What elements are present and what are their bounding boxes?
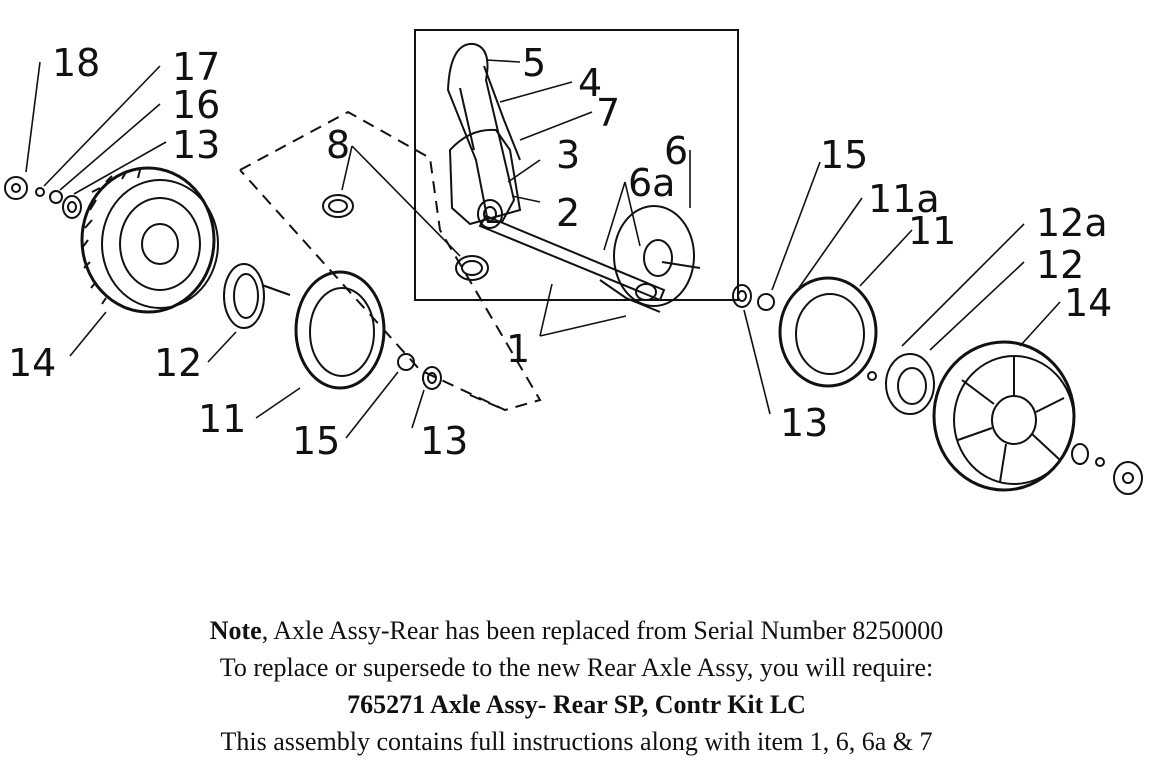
bearing-13-left [62,195,82,219]
handle-assembly-box [414,29,739,301]
label-11a: 11a [868,177,940,221]
washer-far-right [1113,461,1143,495]
hub-11-left [294,270,386,390]
label-18: 18 [52,41,100,85]
note-prefix: Note [209,616,262,645]
note-line-1-text: , Axle Assy-Rear has been replaced from … [261,616,944,645]
label-14-right: 14 [1064,281,1112,325]
label-15-right: 15 [820,133,868,177]
bearing-13-mid [422,366,442,390]
exploded-parts-diagram: 18 17 16 13 8 5 4 7 3 2 6 6a 15 11a 11 1… [4,29,1143,495]
bushing-8b [455,255,489,281]
hub-11-right [778,276,878,388]
label-15-left: 15 [292,419,340,463]
right-wheel [932,340,1076,492]
label-6: 6 [664,129,688,173]
label-16: 16 [172,83,220,127]
note-line-2: To replace or supersede to the new Rear … [219,653,934,682]
replacement-note: Note, Axle Assy-Rear has been replaced f… [0,612,1153,760]
plate-6 [613,205,695,307]
label-6a: 6a [628,161,675,205]
label-12-right: 12 [1036,243,1084,287]
nut-17 [35,187,45,197]
bearing-13-right [732,284,752,308]
handle-lever [446,42,522,229]
label-5: 5 [522,41,546,85]
left-wheel [80,166,219,314]
label-14-left: 14 [8,341,56,385]
spacer-16 [49,190,63,204]
bushing-8a [322,194,354,218]
axle-1 [478,214,666,302]
washer-18 [4,176,28,200]
cover-12-left [223,263,265,329]
dashed-group-outline [239,110,542,412]
note-line-3: 765271 Axle Assy- Rear SP, Contr Kit LC [347,690,806,719]
label-2: 2 [556,191,580,235]
cover-12-right [885,353,935,415]
label-4: 4 [578,61,602,105]
bearing-13-far-right [1071,443,1089,465]
label-12a: 12a [1036,201,1108,245]
label-1: 1 [506,327,530,371]
label-13-left: 13 [172,123,220,167]
bushing-15-right [757,293,775,311]
note-line-1: Note, Axle Assy-Rear has been replaced f… [0,612,1153,649]
label-12-left: 12 [154,341,202,385]
label-3: 3 [556,133,580,177]
label-17: 17 [172,45,220,89]
label-11-right: 11 [908,209,956,253]
label-13-mid: 13 [420,419,468,463]
label-13-right: 13 [780,401,828,445]
label-8: 8 [326,123,350,167]
note-line-4: This assembly contains full instructions… [220,727,933,756]
bushing-15-left [397,353,415,371]
label-7: 7 [596,91,620,135]
label-11-left: 11 [198,397,246,441]
